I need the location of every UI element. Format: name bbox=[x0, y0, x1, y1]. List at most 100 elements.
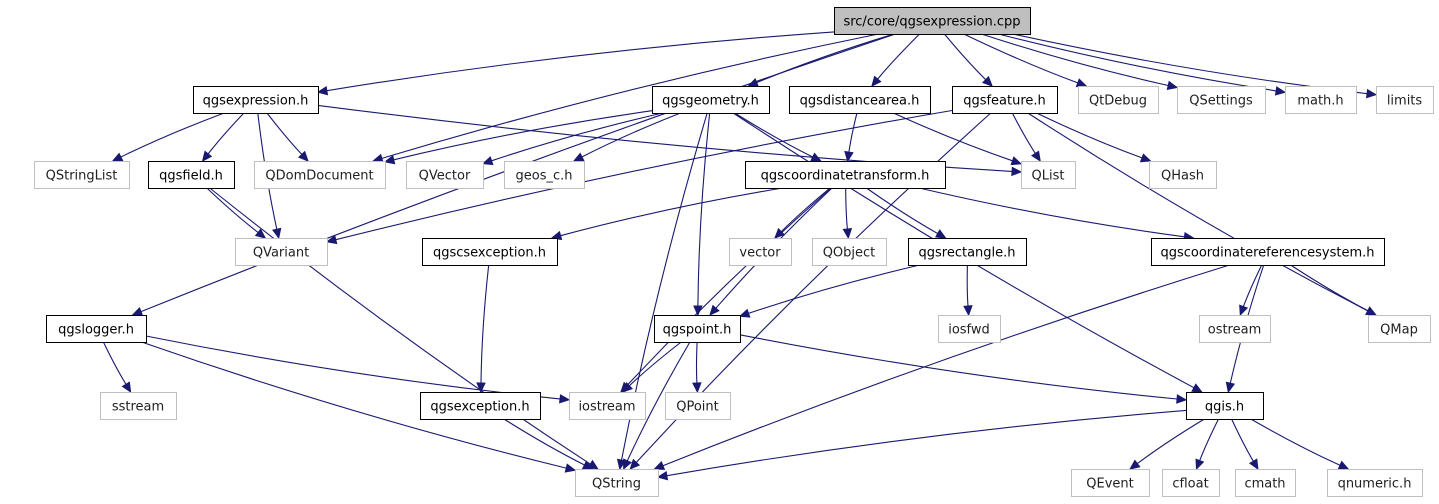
node-qgsgeometry-h[interactable]: qgsgeometry.h bbox=[652, 86, 770, 114]
node-label: sstream bbox=[112, 400, 164, 415]
edge-line bbox=[381, 33, 879, 159]
node-qobject: QObject bbox=[812, 238, 887, 266]
edge-line bbox=[581, 112, 681, 158]
node-box bbox=[938, 315, 1001, 343]
edge-qgsfield-h-to-qvariant bbox=[206, 187, 267, 239]
edge-qgsfeature-h-to-qhash bbox=[1036, 112, 1152, 163]
node-box bbox=[665, 392, 731, 420]
edge-qgsgeometry-h-to-qvector bbox=[481, 112, 663, 166]
edge-line bbox=[981, 33, 1169, 87]
node-label: QtDebug bbox=[1089, 94, 1147, 109]
node-qgsexception-h[interactable]: qgsexception.h bbox=[420, 392, 541, 420]
node-label: src/core/qgsexpression.cpp bbox=[843, 15, 1020, 30]
node-qgslogger-h[interactable]: qgslogger.h bbox=[46, 315, 147, 343]
node-label: cmath bbox=[1244, 477, 1285, 492]
edge-line bbox=[480, 264, 490, 384]
edge-line bbox=[628, 341, 682, 387]
node-label: QVector bbox=[419, 169, 471, 184]
node-box bbox=[46, 315, 147, 343]
node-qgscoordinatereferencesystem-h[interactable]: qgscoordinatereferencesystem.h bbox=[1151, 238, 1385, 266]
node-ostream: ostream bbox=[1199, 315, 1271, 343]
edge-qgsdistancearea-h-to-qlist bbox=[893, 112, 1023, 166]
arrowhead bbox=[316, 85, 329, 96]
edge-line bbox=[393, 110, 653, 161]
arrowhead bbox=[1030, 150, 1041, 163]
node-qlist: QList bbox=[1021, 161, 1076, 189]
node-label: qnumeric.h bbox=[1338, 477, 1412, 492]
edge-line bbox=[877, 33, 920, 80]
node-qvariant: QVariant bbox=[235, 238, 328, 266]
node-label: qgspoint.h bbox=[663, 323, 732, 338]
node-box bbox=[34, 161, 130, 189]
node-label: qgsgeometry.h bbox=[662, 94, 759, 109]
edge-line bbox=[666, 409, 1187, 477]
node-label: vector bbox=[739, 246, 781, 261]
edge-qgsgeometry-h-to-qgscoordinatetransform-h bbox=[734, 112, 822, 162]
node-box bbox=[1235, 469, 1296, 497]
node-label: qgsrectangle.h bbox=[918, 246, 1015, 261]
node-qgsfield-h[interactable]: qgsfield.h bbox=[148, 161, 235, 189]
node-box bbox=[1071, 469, 1150, 497]
node-qgsfeature-h[interactable]: qgsfeature.h bbox=[952, 86, 1058, 114]
edge-root-to-qgsfeature-h bbox=[943, 33, 993, 87]
edge-qgsgeometry-h-to-geos-c-h bbox=[572, 112, 681, 162]
node-qnumeric-h: qnumeric.h bbox=[1327, 469, 1423, 497]
edge-qgsexpression-h-to-qstringlist bbox=[111, 112, 225, 162]
node-qgspoint-h[interactable]: qgspoint.h bbox=[654, 315, 741, 343]
arrowhead bbox=[1366, 88, 1378, 99]
node-qdomdocument: QDomDocument bbox=[254, 161, 386, 189]
node-qgscsexception-h[interactable]: qgscsexception.h bbox=[422, 238, 558, 266]
node-label: limits bbox=[1387, 94, 1423, 109]
edge-qgsfeature-h-to-qvariant bbox=[325, 109, 953, 245]
node-label: qgscoordinatereferencesystem.h bbox=[1160, 246, 1374, 261]
node-box bbox=[1186, 392, 1264, 420]
node-label: QEvent bbox=[1086, 477, 1133, 492]
node-qgscoordinatetransform-h[interactable]: qgscoordinatetransform.h bbox=[745, 161, 946, 189]
edge-qgis-h-to-qstring bbox=[656, 409, 1187, 481]
arrowhead bbox=[564, 463, 577, 473]
node-qgsrectangle-h[interactable]: qgsrectangle.h bbox=[908, 238, 1027, 266]
node-label: qgsexpression.h bbox=[203, 94, 309, 109]
node-geos-c-h: geos_c.h bbox=[504, 161, 585, 189]
node-box bbox=[745, 161, 946, 189]
arrowhead bbox=[297, 150, 309, 162]
node-box bbox=[193, 86, 319, 114]
edge-line bbox=[626, 187, 832, 386]
arrowhead bbox=[623, 458, 632, 471]
edge-qgscoordinatereferencesystem-h-to-qstring bbox=[653, 264, 1230, 470]
node-box bbox=[1021, 161, 1076, 189]
arrowhead bbox=[572, 152, 585, 162]
edge-line bbox=[1242, 264, 1263, 307]
edge-line bbox=[206, 187, 259, 233]
node-label: QSettings bbox=[1189, 94, 1253, 109]
edge-qgsrectangle-h-to-qgspoint-h bbox=[738, 264, 920, 318]
edge-line bbox=[266, 112, 303, 155]
node-label: QString bbox=[592, 477, 641, 492]
edge-line bbox=[326, 31, 835, 92]
edge-qgsgeometry-h-to-qdomdocument bbox=[383, 110, 653, 165]
arrowhead bbox=[1010, 156, 1023, 166]
edge-qgsexpression-h-to-qgsfield-h bbox=[201, 112, 245, 162]
node-qgsdistancearea-h[interactable]: qgsdistancearea.h bbox=[789, 86, 931, 114]
arrowhead bbox=[1195, 458, 1205, 471]
arrowhead bbox=[709, 304, 720, 316]
arrowhead bbox=[1011, 166, 1023, 177]
arrowhead bbox=[131, 306, 144, 316]
node-qgsexpression-h[interactable]: qgsexpression.h bbox=[193, 86, 319, 114]
node-qevent: QEvent bbox=[1071, 469, 1150, 497]
node-label: qgsdistancearea.h bbox=[800, 94, 920, 109]
node-box bbox=[1199, 315, 1271, 343]
node-label: qgsexception.h bbox=[430, 400, 529, 415]
node-label: iostream bbox=[578, 400, 635, 415]
edge-qgslogger-h-to-sstream bbox=[102, 341, 132, 394]
node-qtdebug: QtDebug bbox=[1078, 86, 1159, 114]
arrowhead bbox=[621, 381, 633, 393]
node-box bbox=[406, 161, 484, 189]
arrowhead bbox=[325, 234, 338, 245]
node-qgis-h[interactable]: qgis.h bbox=[1186, 392, 1264, 420]
nodes-layer: src/core/qgsexpression.cpp qgsexpression.… bbox=[34, 7, 1434, 497]
node-limits: limits bbox=[1376, 86, 1434, 114]
edge-qgspoint-h-to-qstring bbox=[623, 341, 691, 471]
node-src-core-qgsexpression-cpp[interactable]: src/core/qgsexpression.cpp bbox=[834, 7, 1031, 35]
